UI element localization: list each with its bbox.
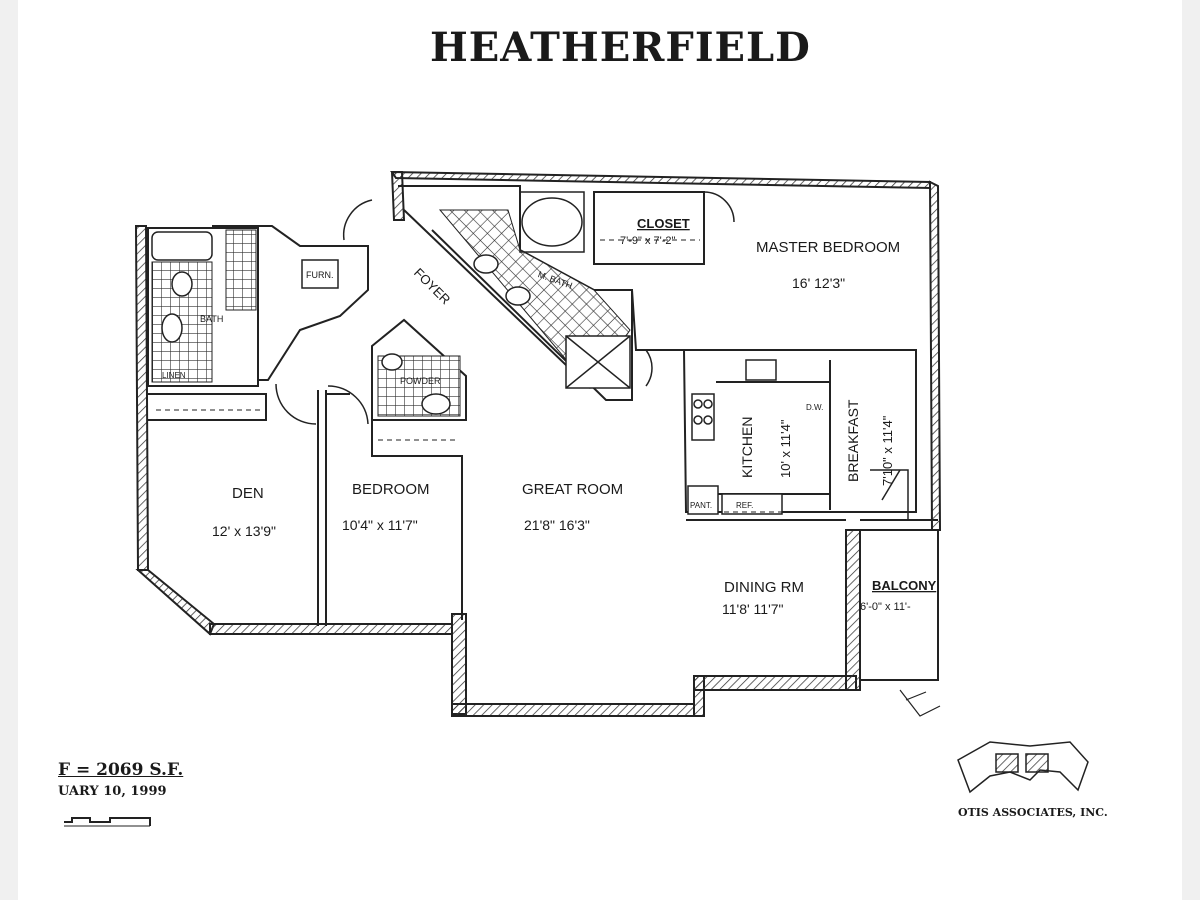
balcony-size: 6'-0" x 11'- (860, 601, 911, 613)
area-note: F = 2069 S.F. (58, 760, 184, 780)
date-note: UARY 10, 1999 (58, 784, 167, 799)
closet-size: 7'-9" x 7'-2" (620, 235, 676, 247)
powder-label: POWDER (400, 376, 441, 386)
plan-title: HEATHERFIELD (430, 24, 811, 71)
master-bedroom-size: 16' 12'3" (792, 275, 845, 291)
dining-room-label: DINING RM (724, 579, 804, 596)
bedroom-label: BEDROOM (352, 481, 430, 498)
dashed-lines (156, 239, 830, 513)
fixtures (151, 191, 909, 520)
furnace-label: FURN. (306, 270, 334, 280)
key-plan (957, 741, 1089, 794)
bedroom-size: 10'4" x 11'7" (342, 517, 418, 533)
dishwasher-label: D.W. (806, 403, 823, 412)
bath-label: BATH (200, 314, 223, 324)
pantry-label: PANT. (690, 501, 712, 510)
scale-bar (64, 817, 151, 827)
linen-label: LINEN (162, 371, 186, 380)
den-size: 12' x 13'9" (212, 523, 276, 539)
exterior-walls (134, 170, 942, 717)
firm-name: OTIS ASSOCIATES, INC. (958, 806, 1108, 819)
kitchen-label: KITCHEN (739, 417, 755, 478)
interior-walls (147, 185, 939, 681)
master-bedroom-label: MASTER BEDROOM (756, 239, 900, 256)
balcony-stair-mark (899, 689, 941, 717)
great-room-size: 21'8" 16'3" (524, 517, 590, 533)
refrigerator-label: REF. (736, 501, 753, 510)
den-label: DEN (232, 485, 264, 502)
floor-plan-sheet (18, 0, 1182, 900)
foyer-label: FOYER (411, 265, 453, 307)
breakfast-size: 7'10" x 11'4" (880, 415, 895, 486)
kitchen-size: 10' x 11'4" (778, 419, 793, 478)
great-room-label: GREAT ROOM (522, 481, 623, 498)
room-labels: CLOSET 7'-9" x 7'-2" MASTER BEDROOM 16' … (162, 216, 937, 617)
breakfast-label: BREAKFAST (845, 399, 861, 482)
dining-room-size: 11'8' 11'7" (722, 601, 784, 617)
closet-label: CLOSET (637, 216, 690, 231)
balcony-label: BALCONY (872, 578, 937, 593)
